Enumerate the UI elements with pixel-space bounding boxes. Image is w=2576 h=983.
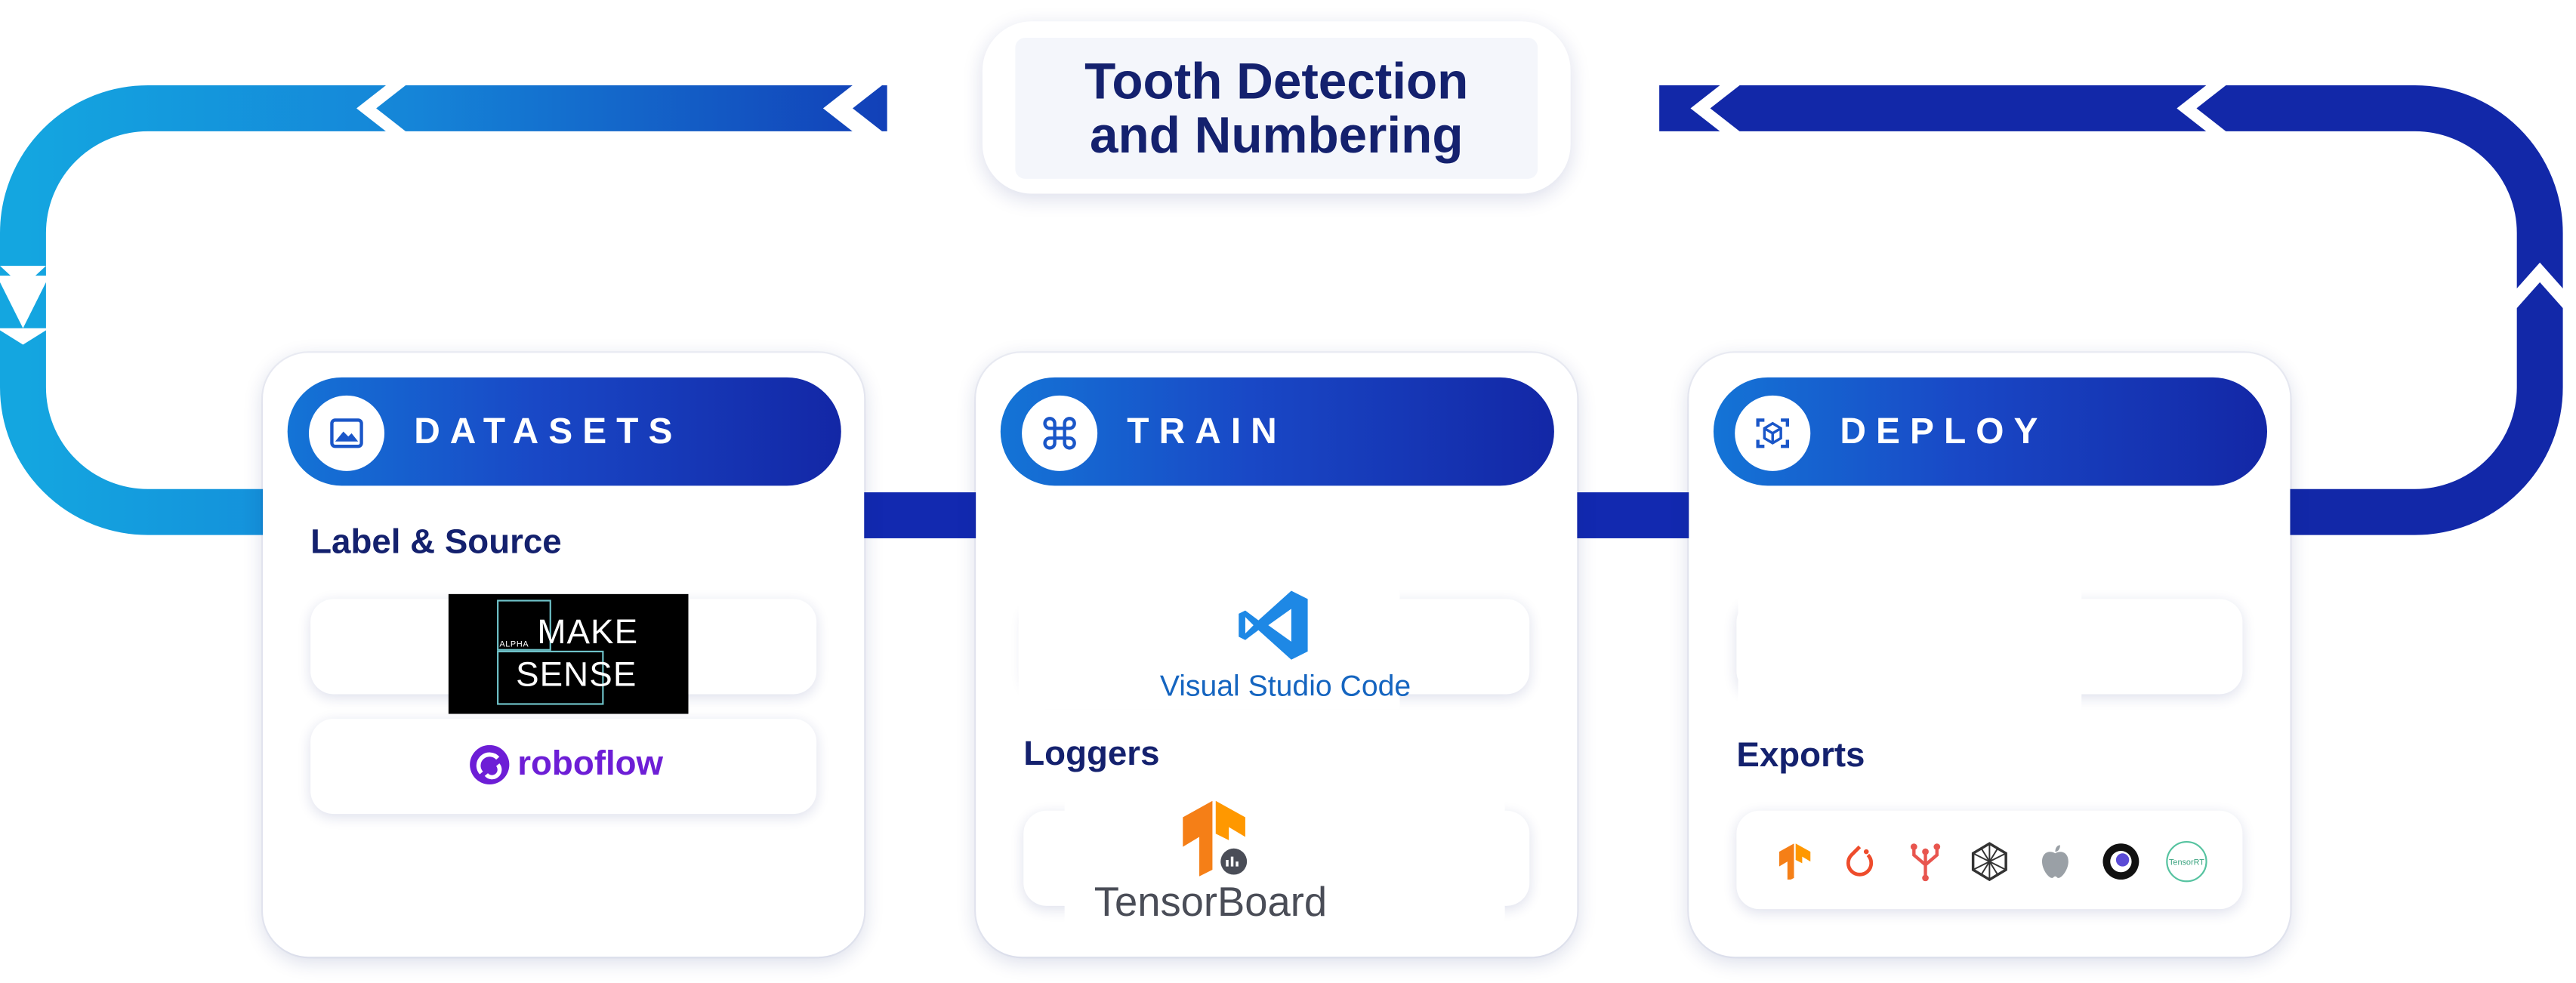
makesense-line-2: SENSE xyxy=(516,656,637,695)
roboflow-slot xyxy=(310,719,817,815)
tensorboard-logo-area xyxy=(1064,796,1505,924)
deploy-blank-logo xyxy=(1738,578,2082,737)
right-top-chevron-2 xyxy=(2176,79,2235,138)
vscode-wordmark: Visual Studio Code xyxy=(1159,669,1411,703)
onnx-icon xyxy=(1968,840,2011,883)
tensorrt-label: TensorRT xyxy=(2169,858,2204,867)
makesense-logo: ALPHA MAKE SENSE xyxy=(448,593,689,714)
vscode-icon xyxy=(1236,586,1314,664)
tensorflow-icon xyxy=(1180,800,1252,877)
tensorboard-wordmark: TensorBoard xyxy=(1094,880,1328,926)
makesense-line-1: MAKE xyxy=(537,613,639,652)
vscode-logo-area xyxy=(1018,581,1400,710)
image-icon xyxy=(308,395,385,471)
left-side-chevron xyxy=(0,276,50,345)
openvino-icon xyxy=(1904,840,1947,883)
exports-heading: Exports xyxy=(1736,736,1865,775)
roboflow-wordmark: roboflow xyxy=(517,744,664,783)
right-side-chevron xyxy=(2513,262,2566,312)
datasets-header: DATASETS xyxy=(287,377,841,486)
title-card: Tooth Detection and Numbering xyxy=(982,21,1571,194)
left-arrowhead xyxy=(0,266,46,288)
title-line-2: and Numbering xyxy=(1089,106,1464,165)
tensorflow-icon xyxy=(1774,840,1817,883)
apple-icon xyxy=(2034,840,2077,883)
connector-datasets-train xyxy=(854,492,992,538)
scan-cube-icon xyxy=(1735,395,1811,471)
title-line-1: Tooth Detection xyxy=(1084,52,1469,110)
makesense-alpha: ALPHA xyxy=(499,639,529,650)
tensorrt-icon: TensorRT xyxy=(2165,840,2208,883)
right-loop-arrow xyxy=(1659,85,2563,535)
right-top-chevron-1 xyxy=(1690,79,1748,138)
datasets-label: DATASETS xyxy=(414,410,683,451)
datasets-card: DATASETS Label & Source xyxy=(263,353,865,957)
left-top-chevron-1 xyxy=(356,79,415,138)
train-header: TRAIN xyxy=(1000,377,1554,486)
deploy-header: DEPLOY xyxy=(1713,377,2268,486)
loggers-heading: Loggers xyxy=(1023,735,1160,773)
train-label: TRAIN xyxy=(1127,410,1287,451)
connector-train-deploy xyxy=(1563,492,1706,538)
label-source-heading: Label & Source xyxy=(310,523,562,562)
title-text: Tooth Detection and Numbering xyxy=(1015,37,1538,179)
pytorch-icon xyxy=(1838,840,1881,883)
roboflow-icon xyxy=(468,744,511,787)
left-top-chevron-2 xyxy=(822,79,891,138)
deploy-label: DEPLOY xyxy=(1840,410,2048,451)
paddle-icon xyxy=(2099,840,2143,883)
command-icon xyxy=(1022,395,1098,471)
